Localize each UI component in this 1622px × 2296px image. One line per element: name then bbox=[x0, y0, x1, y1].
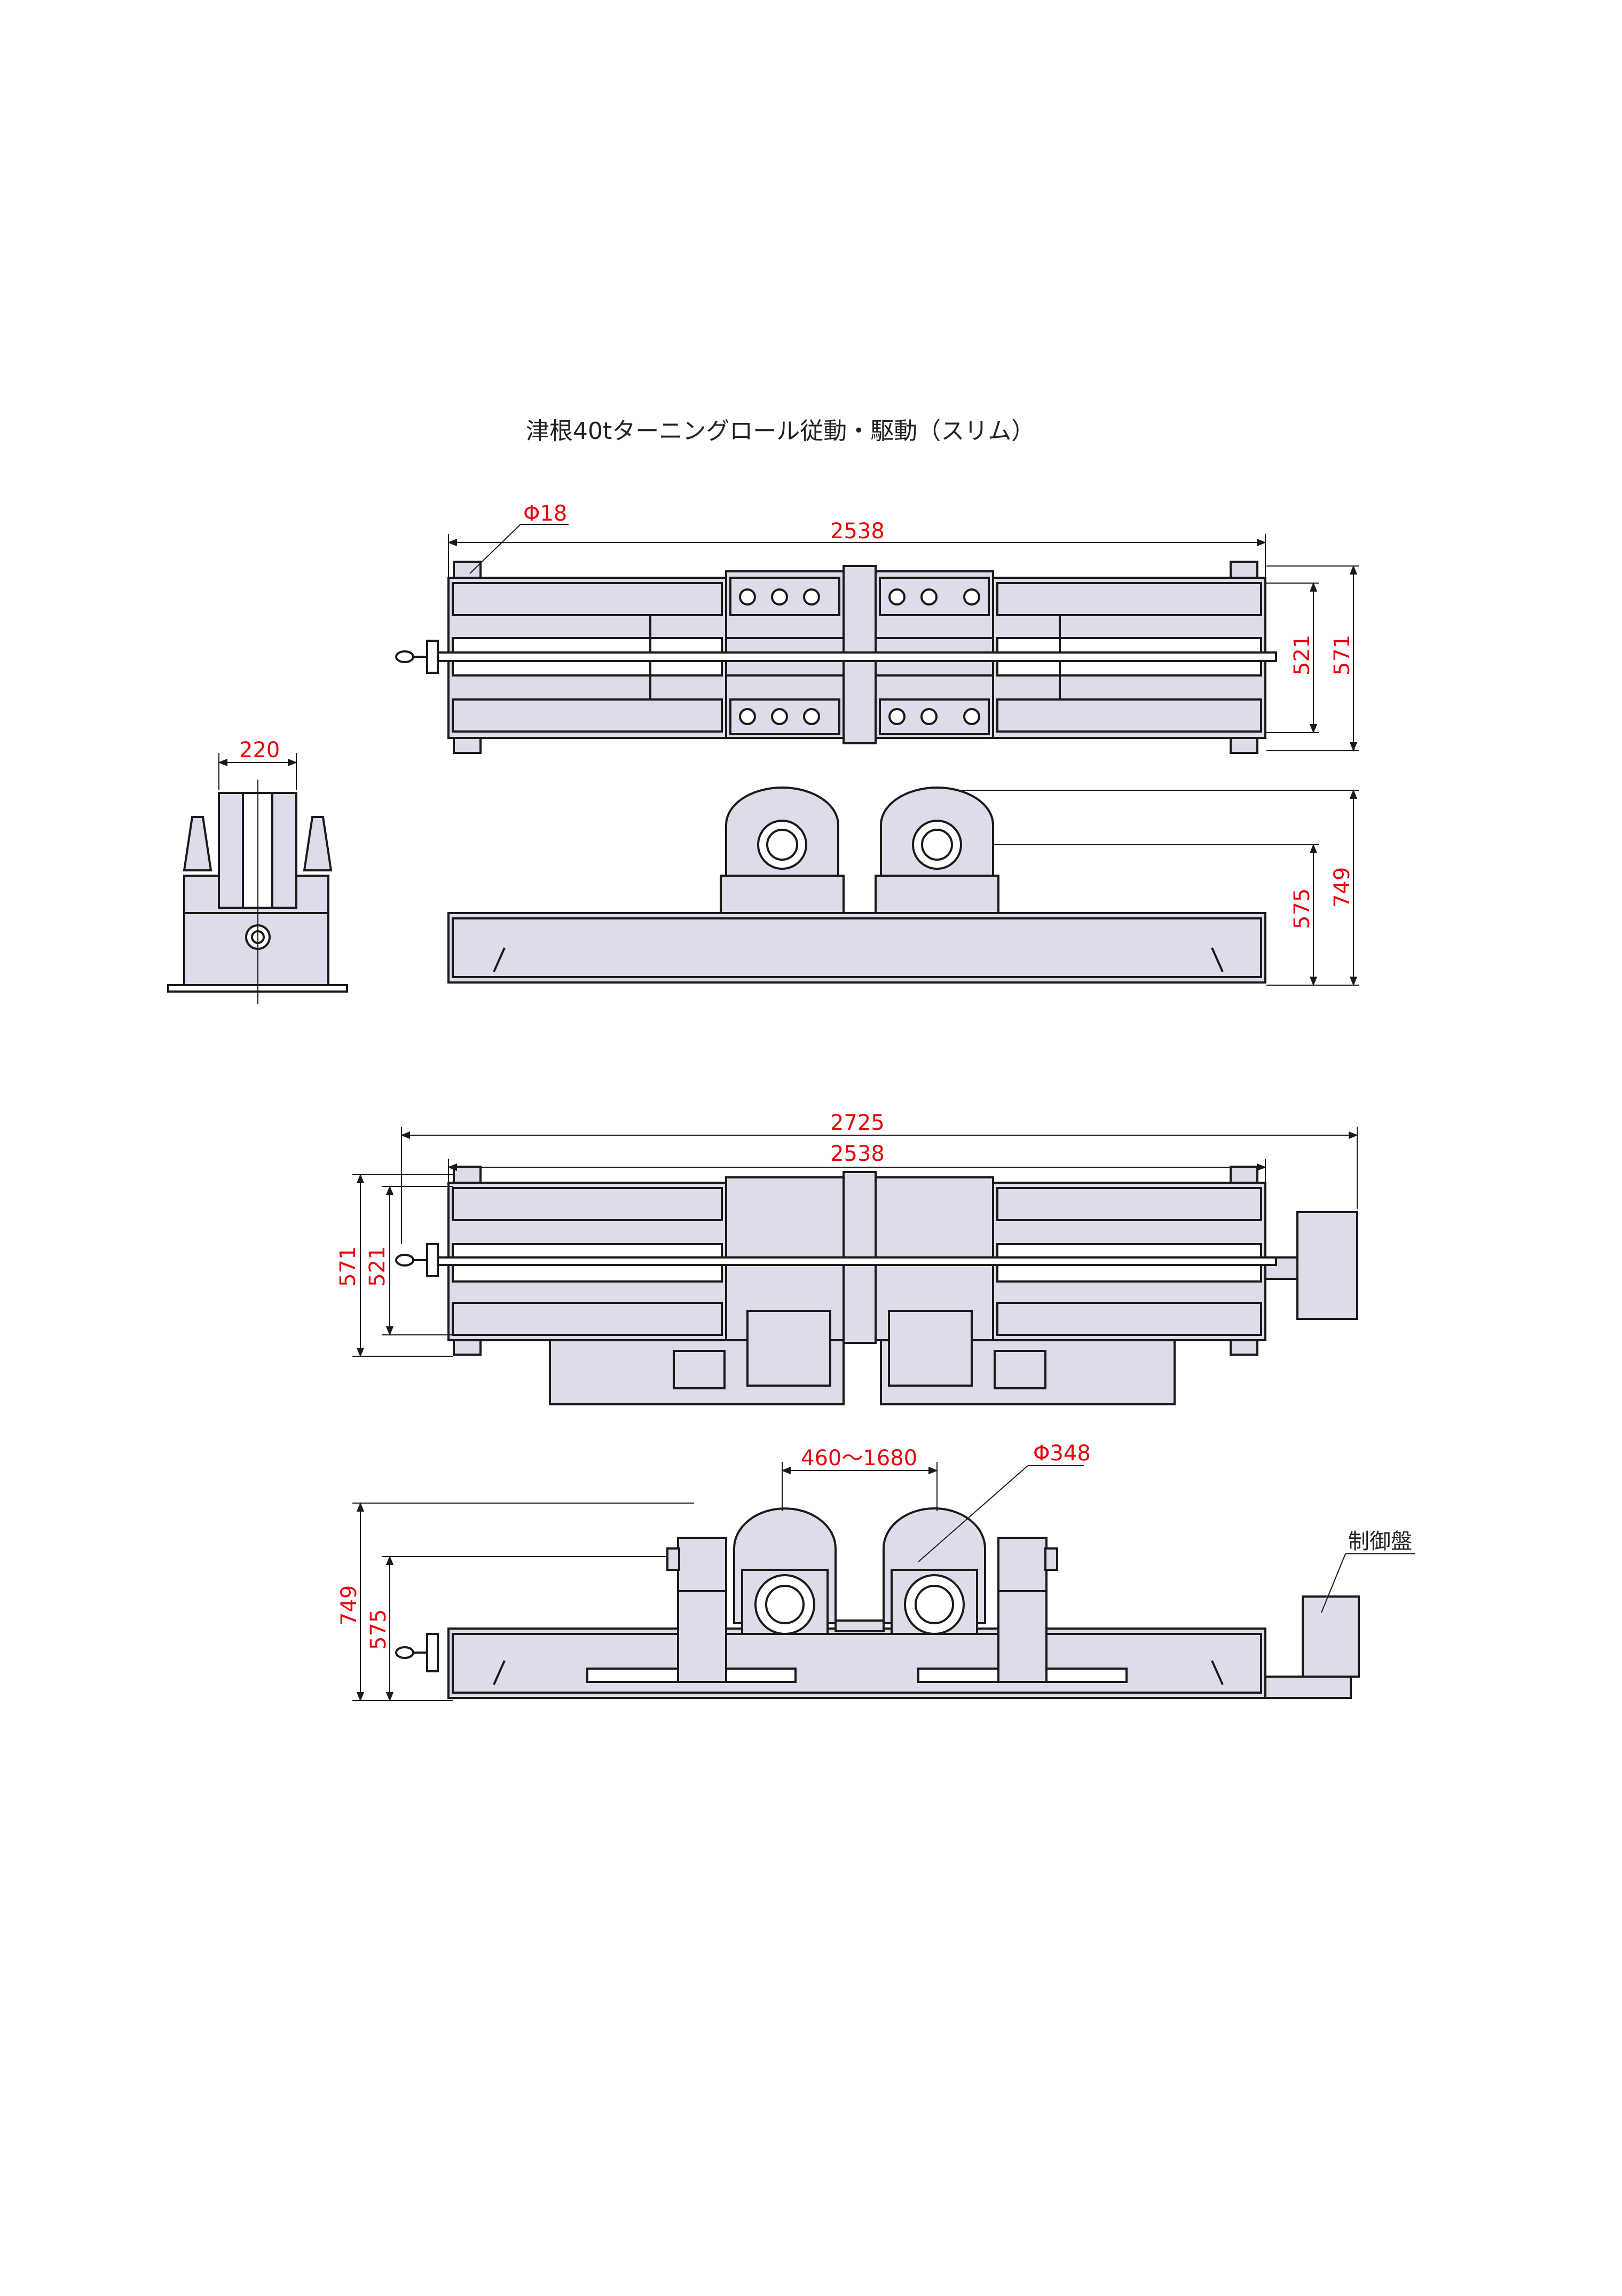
roll-diameter-dim: Φ348 bbox=[1033, 1441, 1091, 1466]
front-view-drive bbox=[447, 1507, 1360, 1699]
height-frame-dim: 575 bbox=[1290, 888, 1314, 929]
height-overall-dim-drive: 749 bbox=[337, 1585, 361, 1626]
roller-icon bbox=[757, 820, 962, 870]
roll-spacing-dim: 460～1680 bbox=[801, 1446, 917, 1471]
top-view-drive bbox=[437, 1166, 1358, 1405]
width-inner-dim: 521 bbox=[1290, 635, 1314, 675]
overall-length-dim: 2725 bbox=[830, 1111, 885, 1135]
end-view bbox=[167, 780, 348, 1004]
handwheel-icon bbox=[395, 1243, 439, 1277]
top-view-drive-dimensions bbox=[352, 1127, 1358, 1357]
motor-icon bbox=[754, 1574, 965, 1635]
top-view-idler bbox=[437, 561, 1277, 754]
width-outer-dim: 571 bbox=[1330, 635, 1355, 675]
base-length-dim: 2538 bbox=[830, 519, 885, 544]
base-length-dim-drive: 2538 bbox=[830, 1142, 885, 1166]
front-view-idler bbox=[447, 787, 1266, 984]
drawing-title: 津根40tターニングロール従動・駆動（スリム） bbox=[526, 418, 1035, 445]
height-frame-dim-drive: 575 bbox=[366, 1609, 391, 1650]
width-inner-dim-drive: 521 bbox=[365, 1246, 390, 1287]
control-panel-label: 制御盤 bbox=[1348, 1529, 1412, 1554]
bolt-hole-dim: Φ18 bbox=[523, 501, 567, 526]
width-outer-dim-drive: 571 bbox=[336, 1246, 360, 1287]
height-overall-dim: 749 bbox=[1330, 867, 1355, 908]
handwheel-icon bbox=[395, 1633, 439, 1672]
front-view-dimensions bbox=[961, 789, 1359, 986]
front-view-drive-dimensions bbox=[352, 1462, 1415, 1702]
side-width-dim: 220 bbox=[239, 738, 280, 762]
top-view-dimensions bbox=[447, 524, 1359, 752]
handwheel-icon bbox=[395, 640, 439, 674]
end-view-dimension bbox=[218, 753, 297, 790]
top-view-idler-bolts bbox=[739, 588, 980, 725]
